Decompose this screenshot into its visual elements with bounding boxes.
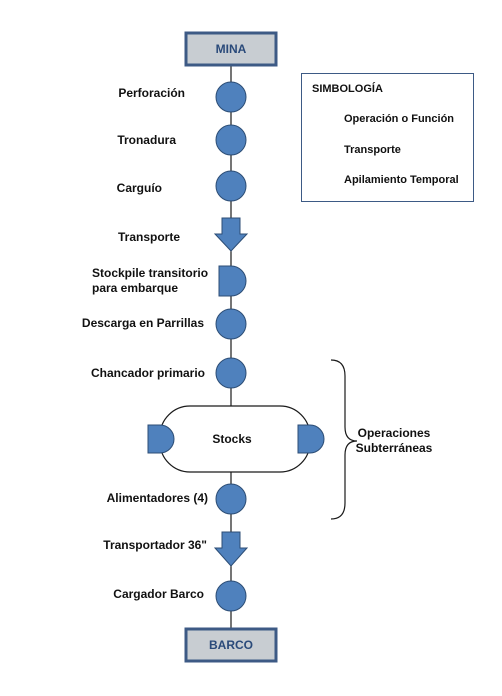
alimentadores-circle bbox=[215, 483, 247, 515]
stage-label-cargador: Cargador Barco bbox=[113, 587, 204, 601]
legend-item-transporte: Transporte bbox=[344, 144, 401, 156]
stocks-left-d-shape bbox=[147, 424, 175, 454]
operaciones-subterraneas-label: Operaciones Subterráneas bbox=[355, 426, 433, 455]
transporte-arrow bbox=[213, 217, 249, 252]
perforacion-circle bbox=[215, 81, 247, 113]
stage-label-alimentadores: Alimentadores (4) bbox=[106, 491, 208, 505]
descarga-circle bbox=[215, 308, 247, 340]
carguio-circle bbox=[215, 170, 247, 202]
stage-label-carguio: Carguío bbox=[116, 181, 162, 195]
terminal-mina-box bbox=[184, 31, 278, 67]
tronadura-circle bbox=[215, 124, 247, 156]
stockpile-d-shape bbox=[218, 265, 247, 297]
stage-label-stockpile: Stockpile transitorio para embarque bbox=[92, 266, 209, 295]
legend-panel: SIMBOLOGÍA Operación o Función Transport… bbox=[301, 73, 474, 202]
operaciones-brace bbox=[330, 359, 358, 520]
terminal-mina-label: MINA bbox=[215, 42, 247, 56]
legend-title: SIMBOLOGÍA bbox=[312, 83, 383, 95]
stage-label-transporte: Transporte bbox=[117, 230, 180, 244]
cargador-circle bbox=[215, 580, 247, 612]
terminal-barco-box bbox=[184, 627, 278, 663]
stocks-right-d-shape bbox=[297, 424, 325, 454]
stage-label-perforacion: Perforación bbox=[118, 86, 185, 100]
stocks-label: Stocks bbox=[212, 432, 252, 446]
transportador-arrow bbox=[213, 531, 249, 567]
legend-item-operacion: Operación o Función bbox=[344, 113, 455, 125]
legend-item-apilamiento: Apilamiento Temporal bbox=[344, 174, 459, 186]
stage-label-tronadura: Tronadura bbox=[117, 133, 176, 147]
terminal-barco-label: BARCO bbox=[209, 638, 253, 652]
stage-label-descarga: Descarga en Parrillas bbox=[81, 316, 204, 330]
stage-label-chancador: Chancador primario bbox=[90, 366, 205, 380]
chancador-circle bbox=[215, 357, 247, 389]
stage-label-transportador: Transportador 36" bbox=[103, 538, 207, 552]
